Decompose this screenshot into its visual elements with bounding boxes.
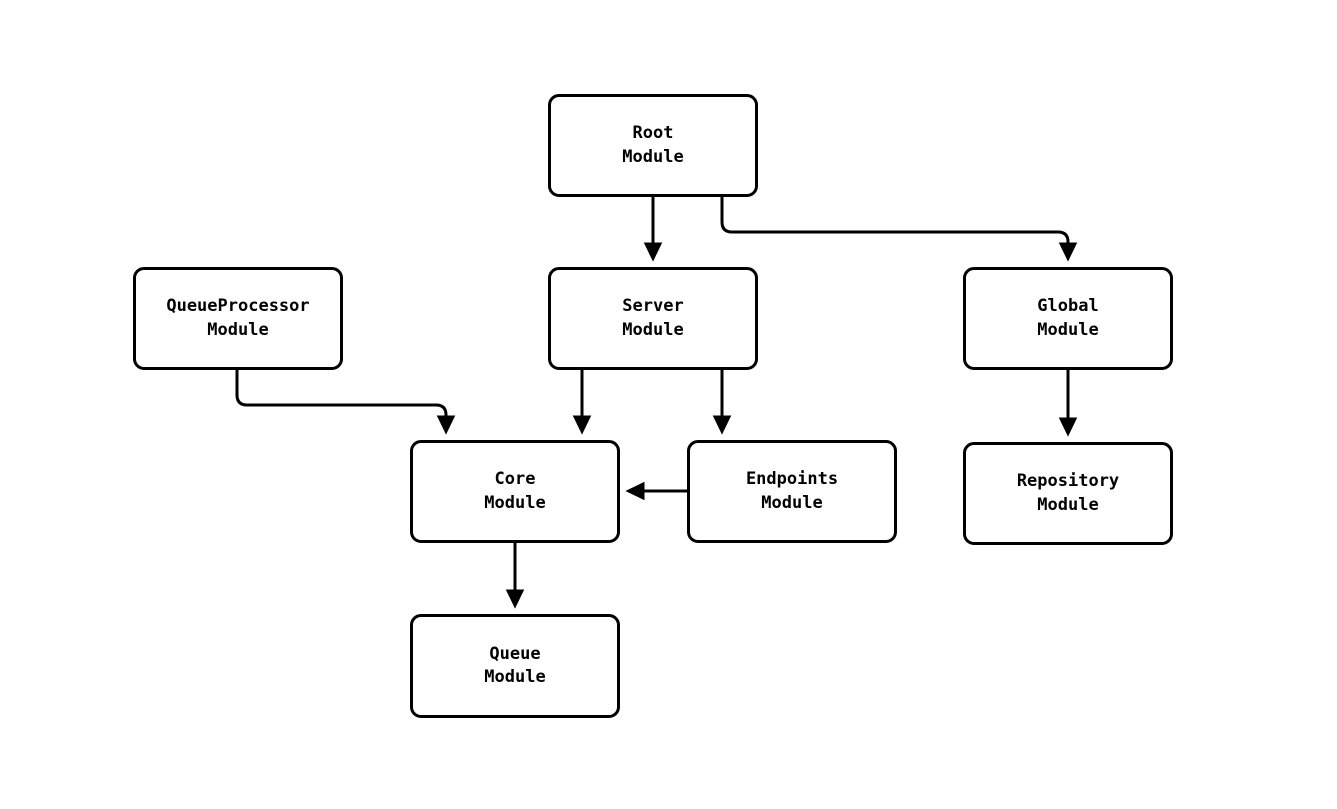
node-label-queue: Queue Module bbox=[484, 643, 546, 687]
node-root[interactable]: Root Module bbox=[548, 94, 758, 197]
node-global[interactable]: Global Module bbox=[963, 267, 1173, 370]
node-queueprocessor[interactable]: QueueProcessor Module bbox=[133, 267, 343, 370]
node-label-queueprocessor: QueueProcessor Module bbox=[166, 296, 310, 340]
node-endpoints[interactable]: Endpoints Module bbox=[687, 440, 897, 543]
node-server[interactable]: Server Module bbox=[548, 267, 758, 370]
node-label-global: Global Module bbox=[1037, 296, 1099, 340]
edge-root-to-global bbox=[720, 197, 1078, 262]
node-queue[interactable]: Queue Module bbox=[410, 614, 620, 718]
node-label-core: Core Module bbox=[484, 469, 546, 513]
node-core[interactable]: Core Module bbox=[410, 440, 620, 543]
node-label-repository: Repository Module bbox=[1016, 471, 1120, 515]
node-repository[interactable]: Repository Module bbox=[963, 442, 1173, 545]
edge-queueprocessor-to-core bbox=[235, 370, 456, 435]
node-label-server: Server Module bbox=[622, 296, 684, 340]
node-label-root: Root Module bbox=[622, 123, 684, 167]
node-label-endpoints: Endpoints Module bbox=[745, 469, 839, 513]
